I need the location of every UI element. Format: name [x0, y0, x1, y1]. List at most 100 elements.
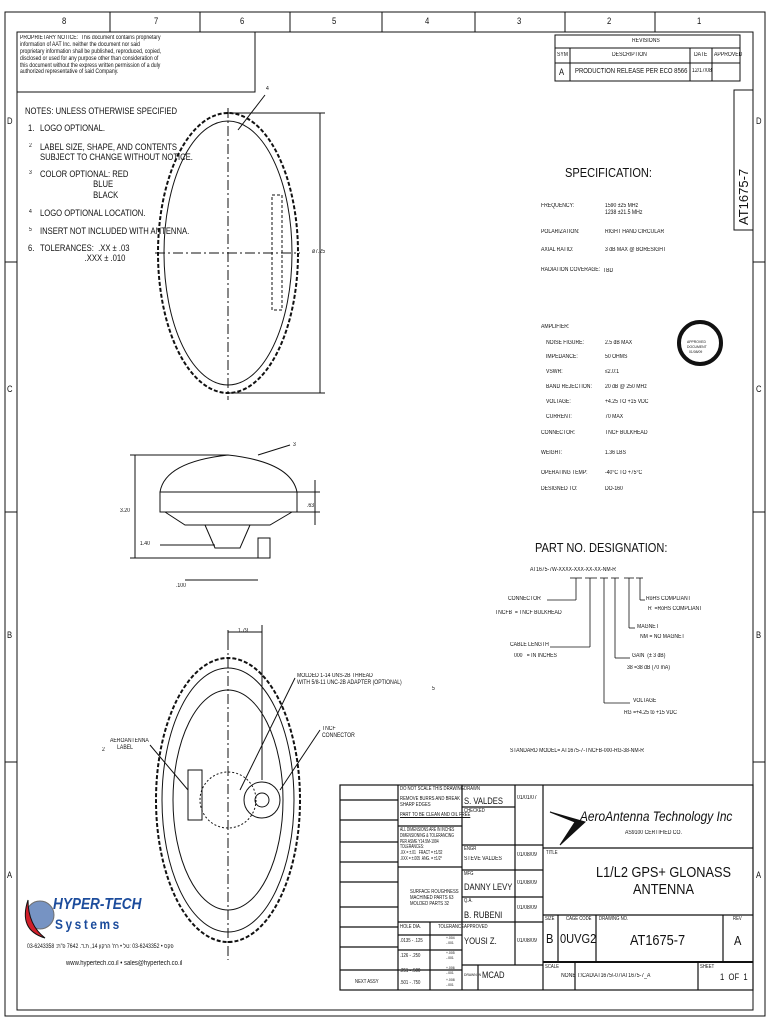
spec-label: VSWR:: [546, 369, 563, 375]
spec-label: OPERATING TEMP:: [541, 470, 588, 476]
hole-dia: .501 - .750: [400, 980, 421, 986]
revisions-title: REVISIONS: [632, 38, 660, 44]
stamp-date: 01/08/09: [689, 349, 703, 354]
pn-cable: CABLE LENGTH: [510, 642, 549, 648]
drawn-in: MCAD: [482, 970, 505, 980]
role: DRAWN: [464, 786, 480, 792]
zone-col: 7: [154, 16, 159, 26]
flag-3: 3: [293, 442, 296, 448]
callout-label: AEROANTENNA LABEL: [110, 738, 149, 751]
pn-gain: GAIN (± 3 dB): [632, 653, 666, 659]
pn-rohs: RoHS COMPLIANT: [646, 596, 691, 602]
spec-value: DO-160: [605, 486, 623, 492]
zone-col: 4: [425, 16, 430, 26]
role: ENGR: [464, 846, 477, 852]
zone-row: C: [7, 384, 13, 394]
rev: A: [734, 933, 742, 948]
spec-value: +4.25 TO +15 VDC: [605, 399, 649, 405]
certified: AS9100 CERTIFIED CO.: [625, 830, 682, 836]
note-flag: 2: [29, 143, 32, 149]
note-flag: 3: [29, 170, 32, 176]
note-text: TOLERANCES: .XX ± .03 .XXX ± .010: [40, 243, 130, 264]
note-flag: 5: [29, 227, 32, 233]
stamp-text: APPROVED: [687, 339, 706, 344]
hole-header: TOLERANCE: [438, 924, 464, 930]
pn-magnet-val: NM = NO MAGNET: [640, 634, 685, 640]
pn-voltage-val: RG =+4.25 to +15 VDC: [624, 710, 677, 716]
spec-label: CONNECTOR:: [541, 430, 576, 436]
zone-col: 1: [697, 16, 702, 26]
hole-dia: .0135 - .125: [400, 938, 423, 944]
rev-date: 12/17/08: [692, 68, 712, 74]
flag-5: 5: [432, 686, 435, 692]
dwg-label: DRAWING NO.: [599, 916, 629, 922]
note-num: 1.: [28, 123, 35, 133]
rev-header: APPROVED: [714, 52, 743, 58]
spec-title: SPECIFICATION:: [565, 165, 652, 180]
tb-note: PART TO BE CLEAN AND OIL FREE: [400, 812, 471, 818]
person-name: B. RUBENI: [464, 910, 503, 920]
pn-cable-val: 000 = IN INCHES: [514, 653, 557, 659]
title-label: TITLE: [546, 850, 558, 856]
zone-col: 3: [517, 16, 522, 26]
distributor-name2: Systems: [55, 916, 122, 932]
size: B: [546, 931, 554, 946]
spec-value: -40°C TO +75°C: [605, 470, 643, 476]
hole-tol: +.008 -.001: [446, 977, 455, 987]
rev-label: REV: [733, 916, 742, 922]
hole-header: HOLE DIA.: [400, 924, 422, 930]
spec-label: NOISE FIGURE:: [546, 340, 584, 346]
flag-2: 2: [102, 747, 105, 753]
spec-value: 1590 ±25 MHz 1238 ±21.5 MHz: [605, 203, 643, 216]
date: 01/08/09: [517, 880, 537, 886]
flag-4: 4: [266, 86, 269, 92]
zone-row: D: [7, 116, 13, 126]
note-text: COLOR OPTIONAL: RED BLUE BLACK: [40, 169, 129, 200]
callout-thread: MOLDED 1-14 UNS-2B THREAD WITH 5/8-11 UN…: [297, 673, 402, 686]
spec-value: RIGHT HAND CIRCULAR: [605, 229, 665, 235]
role: APPROVED: [464, 924, 488, 930]
role: Q.A.: [464, 898, 473, 904]
distributor-phone: 03-6243358 :פקס • 03-6243352 :טל • רח' ה…: [27, 944, 174, 950]
proprietary-notice: PROPRIETARY NOTICE: This document contai…: [20, 35, 162, 76]
pn-rohs-val: R =RoHS COMPLIANT: [648, 606, 703, 612]
part-no-title: PART NO. DESIGNATION:: [535, 540, 668, 555]
zone-row: D: [756, 116, 762, 126]
pn-standard-model: STANDARD MODEL= AT1675-7-TNCFB-000-RG-38…: [510, 748, 644, 754]
part-no-code: AT1675-7W-XXXX-XXX-XX-XX-NM-R: [530, 567, 616, 573]
spec-value: TBD: [603, 268, 614, 274]
scale-label: SCALE: [545, 964, 559, 970]
spec-value: 20 dB @ 250 MHz: [605, 384, 647, 390]
note-flag: 4: [29, 209, 32, 215]
pn-voltage: VOLTAGE: [633, 698, 657, 704]
distributor-name: HYPER-TECH: [53, 896, 142, 913]
zone-row: A: [7, 870, 13, 880]
date: 01/08/09: [517, 905, 537, 911]
tb-note: DO NOT SCALE THIS DRAWING: [400, 786, 464, 792]
distributor-web: www.hypertech.co.il • sales@hypertech.co…: [66, 960, 183, 967]
zone-row: A: [756, 870, 762, 880]
role: MFG: [464, 871, 474, 877]
zone-row: B: [7, 630, 13, 640]
spec-value: 70 MAX: [605, 414, 624, 420]
pn-connector: CONNECTOR: [508, 596, 541, 602]
hole-tol: +.004 -.001: [446, 935, 455, 945]
rev-header: DESCRIPTION: [612, 52, 647, 58]
sheet: 1 OF 1: [720, 972, 748, 982]
tb-note: SURFACE ROUGHNESS MACHINED PARTS 63 MOLD…: [410, 889, 459, 907]
company-name: AeroAntenna Technology Inc: [580, 808, 733, 824]
date: 01/08/09: [517, 852, 537, 858]
zone-row: C: [756, 384, 762, 394]
rev-description: PRODUCTION RELEASE PER ECO 8566: [575, 68, 688, 75]
person-name: STEVE VALDES: [464, 856, 502, 862]
spec-label: IMPEDANCE:: [546, 354, 578, 360]
spec-label: VOLTAGE:: [546, 399, 571, 405]
tb-note: REMOVE BURRS AND BREAK SHARP EDGES: [400, 796, 460, 808]
cage-label: CAGE CODE: [566, 916, 592, 922]
hole-tol: +.005 -.001: [446, 950, 455, 960]
role: CHECKED: [464, 808, 485, 814]
spec-label: AXIAL RATIO:: [541, 247, 574, 253]
zone-col: 8: [62, 16, 67, 26]
dim-height: 3.20: [120, 508, 130, 514]
